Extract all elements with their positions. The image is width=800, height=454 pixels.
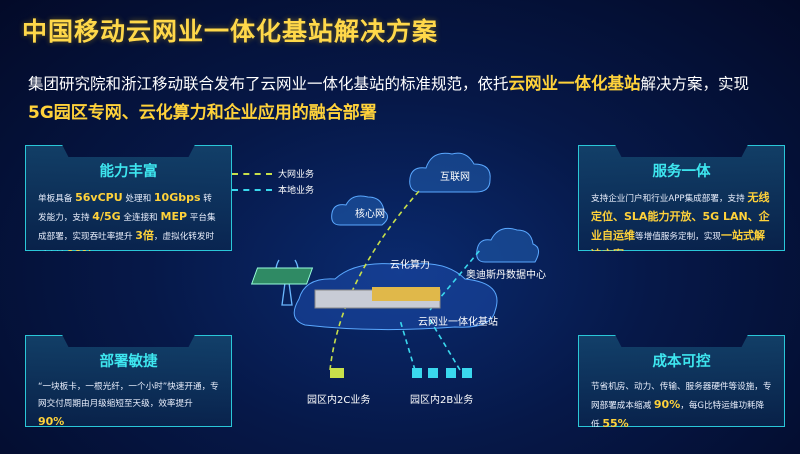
datacenter-cloud (476, 227, 539, 263)
card-deploy: 部署敏捷 “一块板卡，一根光纤，一个小时”快速开通，专网交付周期由月级缩短至天级… (25, 335, 232, 427)
card-cost: 成本可控 节省机房、动力、传输、服务器硬件等设施，专网部署成本缩减 90%，每G… (578, 335, 785, 427)
card-title: 能力丰富 (99, 164, 158, 180)
subtitle-text: 集团研究院和浙江移动联合发布了云网业一体化基站的标准规范，依托 (28, 75, 509, 93)
card-body: 单板具备 56vCPU 处理和 10Gbps 转发能力，支持 4/5G 全连接和… (38, 191, 216, 261)
legend-local: 本地业务 (232, 183, 314, 196)
subtitle: 集团研究院和浙江移动联合发布了云网业一体化基站的标准规范，依托云网业一体化基站解… (28, 70, 749, 94)
internet-label: 互联网 (440, 172, 470, 183)
core-label: 核心网 (355, 209, 385, 220)
core-cloud (331, 195, 388, 226)
compute-board (250, 267, 314, 285)
datacenter-label: 奥迪斯丹数据中心 (466, 270, 546, 281)
subtitle-line2: 5G园区专网、云化算力和企业应用的融合部署 (28, 103, 377, 123)
subtitle-text-end: 解决方案，实现 (640, 75, 750, 93)
page-title: 中国移动云网业一体化基站解决方案 (22, 17, 439, 46)
compute-label: 云化算力 (390, 260, 430, 271)
subtitle-highlight: 云网业一体化基站 (508, 74, 641, 93)
card-title: 服务一体 (652, 164, 711, 180)
card-title: 成本可控 (652, 354, 711, 370)
c2b-icon (412, 368, 472, 378)
card-service: 服务一体 支持企业门户和行业APP集成部署，支持 无线定位、SLA能力开放、5G… (578, 145, 785, 251)
card-body: “一块板卡，一根光纤，一个小时”快速开通，专网交付周期由月级缩短至天级，效率提升… (38, 382, 219, 428)
c2c-label: 园区内2C业务 (307, 395, 371, 406)
c2b-label: 园区内2B业务 (410, 395, 474, 406)
card-title: 部署敏捷 (99, 354, 158, 370)
station-label: 云网业一体化基站 (418, 317, 498, 328)
internet-cloud (409, 152, 491, 193)
card-capability: 能力丰富 单板具备 56vCPU 处理和 10Gbps 转发能力，支持 4/5G… (25, 145, 232, 251)
card-body: 支持企业门户和行业APP集成部署，支持 无线定位、SLA能力开放、5G LAN、… (591, 191, 770, 261)
legend-big: 大网业务 (232, 167, 314, 180)
card-body: 节省机房、动力、传输、服务器硬件等设施，专网部署成本缩减 90%，每G比特运维功… (591, 382, 772, 430)
c2c-icon (330, 368, 344, 378)
